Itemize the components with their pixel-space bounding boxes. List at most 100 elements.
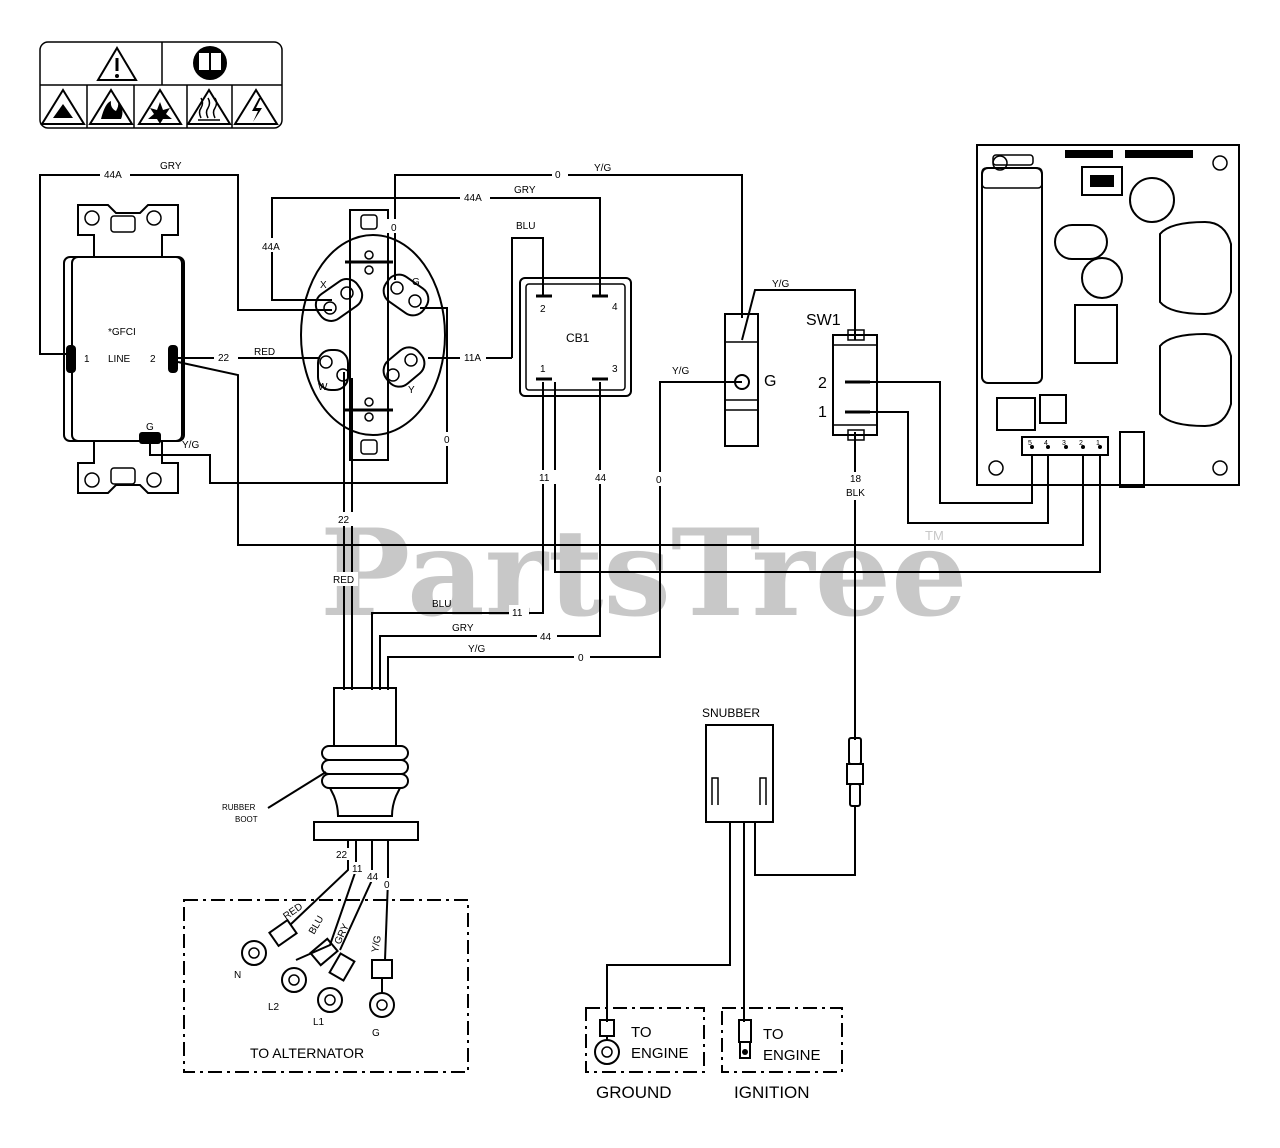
wire-label-11: 11: [539, 473, 550, 484]
alternator-title: TO ALTERNATOR: [250, 1045, 364, 1061]
alt-label-red: RED: [281, 901, 305, 922]
wire-label-gry-top: GRY: [160, 161, 182, 172]
engine-ground-caption: GROUND: [596, 1083, 672, 1102]
receptacle-terminal-x: [314, 278, 364, 322]
receptacle-terminal-y: [382, 346, 426, 388]
board-pin-5: 5: [1028, 440, 1032, 447]
wire-label-0-bus: 0: [578, 653, 584, 664]
alt-g-label: G: [372, 1028, 380, 1039]
explosion-hazard-icon: [137, 88, 183, 125]
alt-l2-label: L2: [268, 1002, 280, 1013]
board-connector: 5 4 3 2 1: [1028, 440, 1102, 449]
gfci-title: *GFCI: [108, 327, 136, 338]
snubber: SNUBBER: [606, 706, 774, 1022]
wire-label-44-bus: 44: [540, 632, 552, 643]
control-board: 5 4 3 2 1: [976, 144, 1240, 488]
wire-label-yg-bus: Y/G: [468, 644, 485, 655]
alternator-leads: RED BLU GRY Y/G N L2 L1 G TO ALTERNATOR: [183, 899, 469, 1073]
cb1-term3: 3: [612, 364, 618, 375]
sw1-label: SW1: [806, 312, 841, 329]
engine-ignition-engine: ENGINE: [763, 1047, 821, 1064]
gfci-term2-label: 2: [150, 354, 156, 365]
wire-label-44a-left: 44A: [262, 242, 280, 253]
wire-label-gry-bus: GRY: [452, 623, 474, 634]
ground-terminal-block: G: [724, 313, 776, 447]
alt-label-11: 11: [352, 864, 363, 875]
gfci-terminal-1: [66, 345, 76, 373]
wire-label-gry-mid: GRY: [514, 185, 536, 196]
wire-label-red-gfci: RED: [254, 347, 275, 358]
gfci-line-label: LINE: [108, 354, 131, 365]
wire-label-44: 44: [595, 473, 607, 484]
alt-n-label: N: [234, 970, 241, 981]
receptacle-terminal-w: [317, 349, 350, 391]
wire-harness-boot: RUBBER BOOT 22 11 44 0: [222, 687, 419, 961]
engine-ignition-terminal: TO ENGINE IGNITION: [721, 1007, 843, 1102]
alt-label-22: 22: [336, 850, 348, 861]
alt-l1-label: L1: [313, 1017, 325, 1028]
switch-sw1: SW1 2 1: [806, 312, 878, 441]
hot-surface-icon: [186, 88, 232, 125]
board-pin-2: 2: [1079, 440, 1083, 447]
alt-label-blu: BLU: [307, 914, 326, 936]
sw1-term1: 1: [818, 404, 827, 421]
receptacle-x-label: X: [320, 280, 327, 291]
engine-ignition-caption: IGNITION: [734, 1083, 810, 1102]
watermark-brand: PartsTree: [320, 503, 967, 644]
wire-label-44a-top: 44A: [104, 170, 122, 181]
manual-icon: [193, 46, 227, 80]
receptacle-terminal-g: [382, 273, 430, 317]
wire-label-yg-sw: Y/G: [772, 279, 789, 290]
wire-label-blu-cb: BLU: [516, 221, 535, 232]
watermark-tm: TM: [925, 528, 944, 543]
wire-label-yg-gfci: Y/G: [182, 440, 199, 451]
cb1-term1: 1: [540, 364, 546, 375]
wire-label-yg-g: Y/G: [672, 366, 689, 377]
wire-label-blk: BLK: [846, 488, 865, 499]
wire-label-22-gfci: 22: [218, 353, 230, 364]
twist-lock-receptacle: X G W Y: [300, 209, 446, 461]
alt-label-gry: GRY: [333, 922, 352, 946]
warning-icon-panel: [39, 41, 283, 129]
board-pin-4: 4: [1044, 440, 1048, 447]
receptacle-w-label: W: [318, 382, 328, 393]
wire-label-blu-bus: BLU: [432, 599, 451, 610]
engine-ground-engine: ENGINE: [631, 1045, 689, 1062]
gfci-term1-label: 1: [84, 354, 90, 365]
engine-ignition-to: TO: [763, 1026, 784, 1043]
cb1-term4: 4: [612, 302, 618, 313]
wire-label-22-vert: 22: [338, 515, 350, 526]
wire-label-0-recept: 0: [391, 223, 397, 234]
circuit-breaker-cb1: 2 4 CB1 1 3: [519, 277, 632, 397]
sw1-term2: 2: [818, 375, 827, 392]
engine-ground-terminal: TO ENGINE GROUND: [585, 1007, 705, 1102]
boot-label-2: BOOT: [235, 815, 258, 824]
warning-icon: [96, 46, 138, 81]
cb1-label: CB1: [566, 331, 590, 345]
wire-label-red-vert: RED: [333, 575, 354, 586]
inline-connector: [846, 737, 864, 807]
snubber-label: SNUBBER: [702, 706, 760, 720]
watermark: PartsTree TM: [320, 503, 967, 644]
wire-label-44a-mid: 44A: [464, 193, 482, 204]
wire-label-0-top: 0: [555, 170, 561, 181]
receptacle-g-label: G: [412, 277, 420, 288]
fire-hazard-icon: [88, 88, 134, 125]
gfci-ground-label: G: [146, 422, 154, 433]
wire-label-11a: 11A: [464, 353, 481, 364]
toxic-fumes-icon: [40, 88, 86, 125]
gfci-terminal-2: [168, 345, 178, 373]
wire-label-18: 18: [850, 474, 862, 485]
alt-label-0: 0: [384, 880, 390, 891]
alt-label-yg: Y/G: [370, 934, 384, 953]
wire-label-0-vert: 0: [444, 435, 450, 446]
wire-label-yg-top: Y/G: [594, 163, 611, 174]
wire-label-11-bus: 11: [512, 608, 523, 619]
boot-label-1: RUBBER: [222, 803, 256, 812]
board-pin-1: 1: [1096, 440, 1100, 447]
wire-labels: 44A GRY 0 Y/G 44A GRY 44A BLU 0 22 RED 1…: [100, 158, 869, 664]
gfci-receptacle: *GFCI 1 LINE 2 G: [63, 204, 185, 494]
alt-label-44: 44: [367, 872, 379, 883]
receptacle-y-label: Y: [408, 385, 415, 396]
